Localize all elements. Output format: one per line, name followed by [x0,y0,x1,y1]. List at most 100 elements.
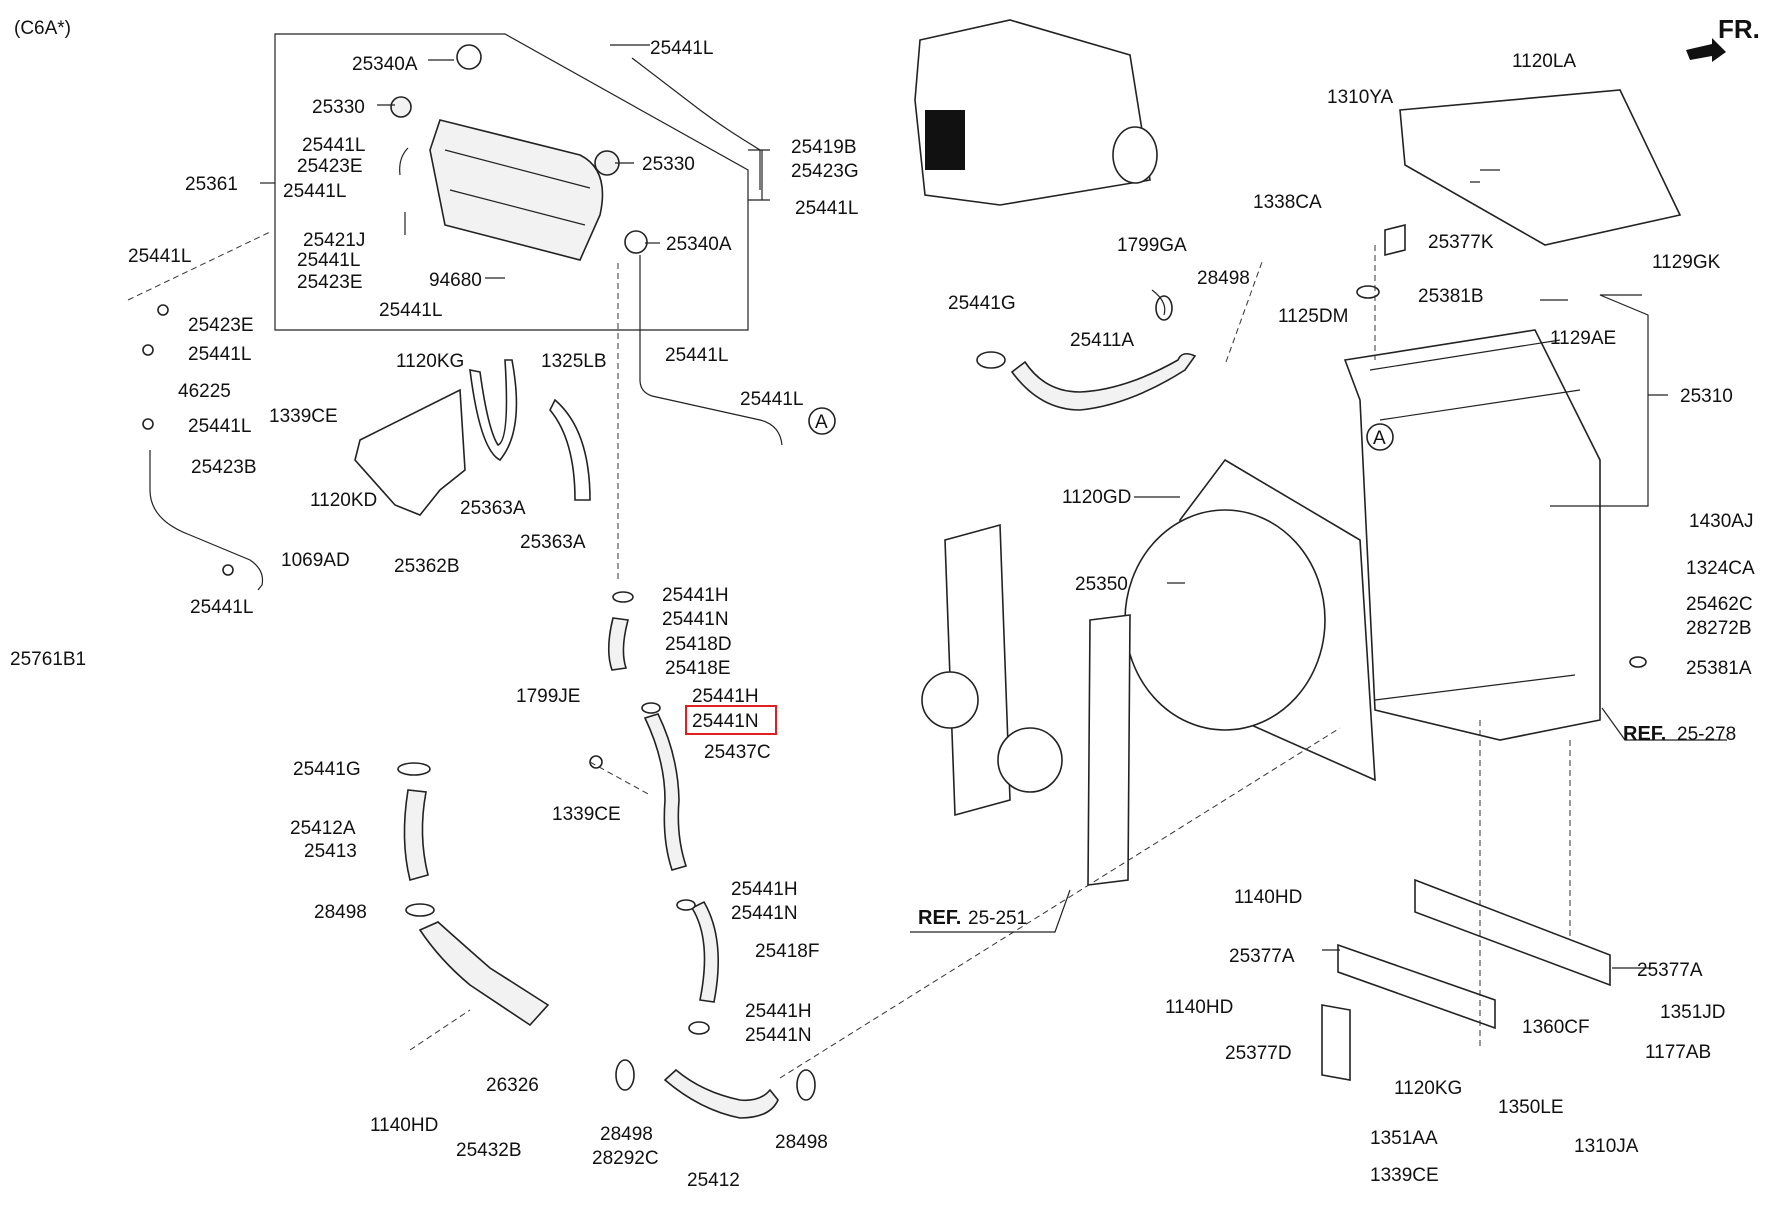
clamp-28498-d-icon [1155,295,1173,321]
strap-25363A [469,359,518,461]
highlight-box-25441N [685,705,777,735]
front-direction-indicator: FR. [1686,14,1760,62]
label-28272B: 28272B [1686,618,1752,639]
label-25441H-3: 25441H [731,879,798,900]
label-25441L-10: 25441L [740,389,803,410]
ref-25-278-number: 25-278 [1677,724,1736,745]
hose-bottom [639,255,783,446]
label-25381A: 25381A [1686,658,1752,679]
label-1799JE: 1799JE [516,686,580,707]
label-25423E-c: 25423E [188,315,254,336]
circle-ref-a-label: A [815,412,828,433]
truck-wheel-icon [1112,126,1158,184]
label-1140HD-b: 1140HD [1234,887,1302,908]
label-1339CE: 1339CE [269,406,338,427]
clamp-25441H-icon [612,591,634,603]
label-25441L-7: 25441L [128,246,191,267]
label-25363A: 25363A [460,498,526,519]
label-25363A-b: 25363A [520,532,586,553]
front-label: FR. [1718,14,1760,44]
reservoir-tank [429,119,604,261]
clamp-28498-c-icon [796,1069,816,1101]
label-25441H-4: 25441H [745,1001,812,1022]
label-25377A: 25377A [1229,946,1295,967]
label-25377K: 25377K [1428,232,1494,253]
label-28498-c: 28498 [775,1132,828,1153]
label-1129GK: 1129GK [1652,252,1721,273]
label-25330: 25330 [312,97,365,118]
label-25441H-2: 25441H [692,686,759,707]
label-25441N-2: 25441N [692,711,759,732]
label-25761B1: 25761B1 [10,649,86,670]
label-25441L-2: 25441L [302,135,365,156]
label-25350: 25350 [1075,574,1128,595]
support-25377A-b [1337,943,1496,1030]
label-28498-b: 28498 [600,1124,653,1145]
ref-25-251-prefix: REF. [918,907,961,929]
clip-d-icon [222,564,234,576]
cap-25330-icon [390,96,412,118]
radiator-25310 [1343,329,1601,741]
bracket-group [354,359,591,516]
fan-shroud-group [921,458,1376,886]
circle-ref-a-2-label: A [1373,428,1386,449]
label-25411A: 25411A [1070,330,1134,351]
callout-lines [260,44,1727,969]
radiator-highlight-icon [925,110,965,170]
pipe-25432B [418,921,550,1027]
label-25441G-b: 25441G [948,293,1016,314]
clip-icon [157,304,169,316]
label-25419B: 25419B [791,137,857,158]
hose-25418F [690,900,720,1003]
clamp-25441H-b-icon [641,702,661,714]
hose-25419B [631,57,761,190]
lower-hose-group [397,591,816,1119]
hose-25411A [1010,352,1197,411]
label-25441H: 25441H [662,585,729,606]
group-frame [274,33,749,331]
label-25441L: 25441L [650,38,713,59]
label-1351AA: 1351AA [1370,1128,1438,1149]
label-1120KD: 1120KD [310,490,377,511]
hose-25418D [607,617,630,671]
fan-bracket [1087,614,1131,886]
radiator-group [1321,89,1682,1081]
label-1360CF: 1360CF [1522,1017,1590,1038]
label-1350LE: 1350LE [1498,1097,1564,1118]
label-25423E: 25423E [297,156,363,177]
bracket-25377D [1321,1004,1351,1081]
label-25441L-8: 25441L [188,344,251,365]
label-25412: 25412 [687,1170,740,1191]
truck-body [914,19,1151,206]
mount-25381A-icon [1629,656,1647,668]
truck-thumbnail [914,19,1158,206]
label-25418F: 25418F [755,941,819,962]
label-28498: 28498 [314,902,367,923]
label-1324CA: 1324CA [1686,558,1755,579]
label-25462C: 25462C [1686,594,1753,615]
clamp-28498-icon [405,903,435,917]
circle-ref-a-2: A [1366,423,1394,451]
front-arrow-icon [1686,38,1726,62]
clamp-1799GA-icon [1151,289,1166,316]
label-25441L-11: 25441L [188,416,251,437]
clip-b-icon [142,344,154,356]
clamp-25441H-d-icon [688,1021,710,1035]
label-25340A: 25340A [352,54,418,75]
label-1351JD: 1351JD [1660,1002,1726,1023]
hose-25437C [643,713,688,871]
label-25423E-b: 25423E [297,272,363,293]
label-1310JA: 1310JA [1574,1136,1639,1157]
label-25437C: 25437C [704,742,771,763]
hose-25412A [403,789,429,881]
label-1069AD: 1069AD [281,550,350,571]
label-28292C: 28292C [592,1148,659,1169]
cap-25340A-b-icon [624,230,648,254]
label-25330-b: 25330 [642,154,695,175]
label-1177AB: 1177AB [1645,1042,1711,1063]
reservoir-group [142,33,783,591]
variant-code: (C6A*) [14,18,71,39]
frame-1120LA [1399,89,1682,246]
label-1120KG-b: 1120KG [1394,1078,1462,1099]
